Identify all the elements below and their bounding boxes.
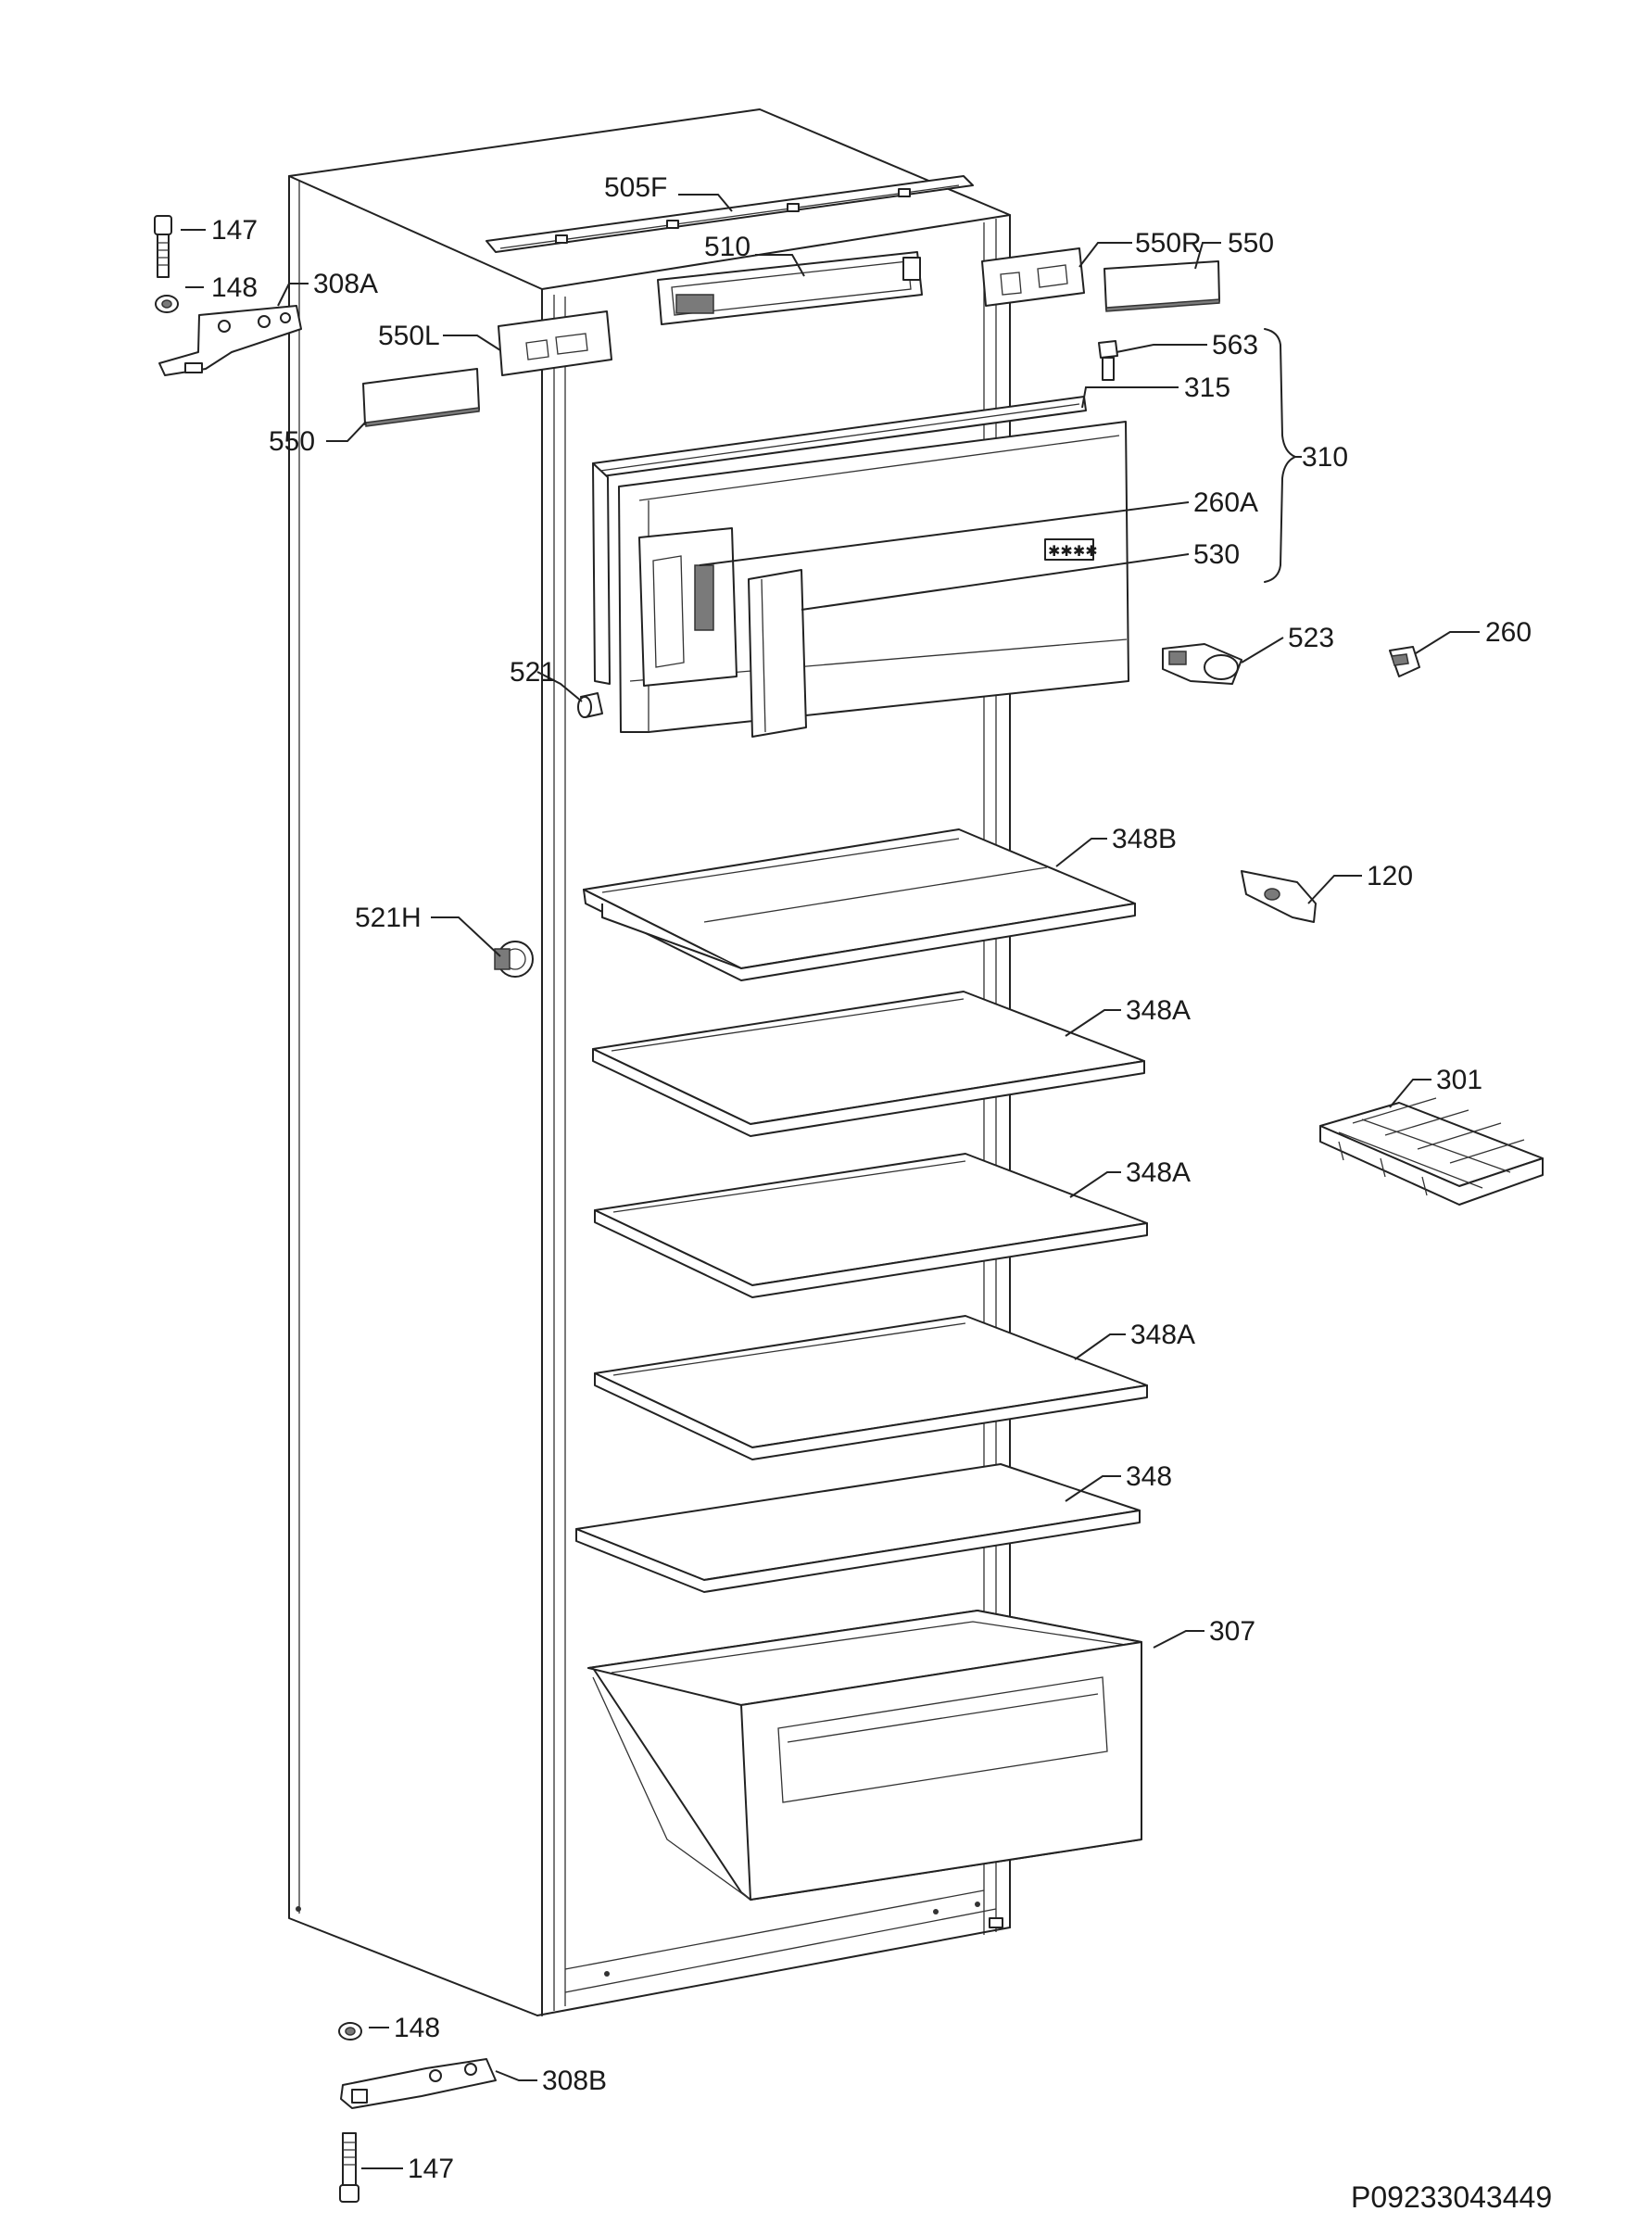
part-120-flap xyxy=(1241,870,1317,923)
label-348: 348 xyxy=(1126,1461,1172,1492)
part-550-cover-plate-right xyxy=(1103,260,1220,312)
label-348A-3: 348A xyxy=(1130,1320,1195,1350)
label-310: 310 xyxy=(1302,442,1348,473)
part-308A-hinge-top xyxy=(158,305,302,376)
label-530: 530 xyxy=(1193,539,1240,570)
part-348A-shelf-2 xyxy=(594,1153,1148,1298)
part-307-drawer xyxy=(587,1610,1142,1901)
part-308B-hinge-bottom xyxy=(340,2058,497,2109)
leader-lines xyxy=(181,194,1480,2169)
label-348A-1: 348A xyxy=(1126,995,1191,1026)
label-147-top: 147 xyxy=(211,215,258,246)
label-550-right: 550 xyxy=(1228,228,1274,259)
part-148-washer-top xyxy=(155,295,179,313)
part-348A-shelf-1 xyxy=(592,991,1145,1137)
part-550L-hinge-cover-left xyxy=(498,310,612,376)
part-348A-shelf-3 xyxy=(594,1315,1148,1460)
label-563: 563 xyxy=(1212,330,1258,360)
part-510-light-housing xyxy=(657,251,923,325)
part-348-glass-shelf xyxy=(575,1463,1141,1593)
part-147-hinge-pin-bottom xyxy=(339,2132,359,2203)
label-521: 521 xyxy=(510,657,556,688)
label-308B: 308B xyxy=(542,2066,607,2096)
label-301: 301 xyxy=(1436,1065,1482,1095)
label-550-left: 550 xyxy=(269,426,315,457)
bracket-310 xyxy=(1264,328,1296,583)
label-505F: 505F xyxy=(604,172,667,203)
label-308A: 308A xyxy=(313,269,378,299)
label-523: 523 xyxy=(1288,623,1334,653)
part-348B-shelf xyxy=(583,828,1136,981)
label-521H: 521H xyxy=(355,903,422,933)
label-307: 307 xyxy=(1209,1616,1255,1647)
part-260-clip xyxy=(1389,646,1420,677)
part-523-lamp-cover xyxy=(1162,643,1242,685)
label-148-bottom: 148 xyxy=(394,2013,440,2043)
label-120: 120 xyxy=(1367,861,1413,891)
part-301-ice-tray xyxy=(1319,1097,1544,1206)
label-260A: 260A xyxy=(1193,487,1258,518)
label-550R: 550R xyxy=(1135,228,1202,259)
part-550-cover-plate-left xyxy=(362,368,480,427)
label-348B: 348B xyxy=(1112,824,1177,854)
label-348A-2: 348A xyxy=(1126,1157,1191,1188)
part-521-door-pin xyxy=(577,692,603,718)
label-260: 260 xyxy=(1485,617,1532,648)
label-147-bottom: 147 xyxy=(408,2154,454,2184)
part-148-washer-bottom xyxy=(338,2022,362,2041)
label-148-top: 148 xyxy=(211,272,258,303)
part-315-gasket xyxy=(592,396,1087,685)
label-550L: 550L xyxy=(378,321,440,351)
part-563-light-bulb xyxy=(1098,340,1118,381)
svg-text:✱✱✱✱: ✱✱✱✱ xyxy=(1048,544,1098,560)
part-310-freezer-door: ✱✱✱✱ xyxy=(618,421,1129,738)
part-labels: 505F 510 550R 550 147 148 308A 550L 563 … xyxy=(211,172,1552,2214)
label-510: 510 xyxy=(704,232,750,262)
label-315: 315 xyxy=(1184,373,1230,403)
part-550R-hinge-cover-right xyxy=(981,247,1085,307)
part-147-hinge-pin-top xyxy=(154,215,172,278)
part-521H-door-stop xyxy=(494,941,534,978)
document-code: P09233043449 xyxy=(1351,2180,1552,2214)
